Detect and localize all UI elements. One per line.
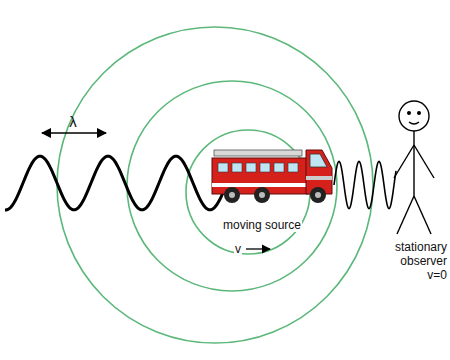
figure-leg (414, 196, 431, 234)
truck-window (246, 163, 256, 172)
wavelength-symbol: λ (62, 113, 84, 130)
truck-bumper (306, 176, 332, 180)
wavefront-circle (186, 130, 310, 254)
compressed-wave (334, 161, 396, 208)
figure-body (413, 131, 414, 196)
truck-window (274, 163, 284, 172)
source-label: moving source (222, 218, 302, 232)
figure-mouth (409, 122, 419, 124)
truck-window (218, 163, 228, 172)
fire-truck (212, 150, 332, 203)
velocity-arrow (246, 248, 270, 249)
figure-eye (418, 112, 421, 115)
stick-figure (394, 101, 434, 234)
truck-window (288, 163, 298, 172)
truck-wheel (310, 187, 326, 203)
wavelength-arrow (42, 132, 106, 134)
truck-hub (259, 192, 265, 198)
figure-leg (397, 196, 414, 234)
figure-head (399, 101, 429, 131)
truck-wheel (254, 187, 270, 203)
figure-eye (408, 112, 411, 115)
truck-wheel (224, 187, 240, 203)
observer-label: stationary observer v=0 (384, 240, 447, 282)
truck-ladder (214, 150, 302, 156)
stretched-wave (5, 156, 225, 210)
figure-arm (414, 145, 434, 178)
truck-window (310, 154, 327, 167)
truck-hub (229, 192, 235, 198)
wavefront-circle (57, 27, 373, 343)
truck-stripe (212, 183, 308, 187)
truck-window (260, 163, 270, 172)
wavefront-circles (57, 27, 373, 343)
truck-window (232, 163, 242, 172)
velocity-label: v (234, 242, 242, 256)
figure-arm (394, 145, 414, 178)
truck-hub (315, 192, 321, 198)
